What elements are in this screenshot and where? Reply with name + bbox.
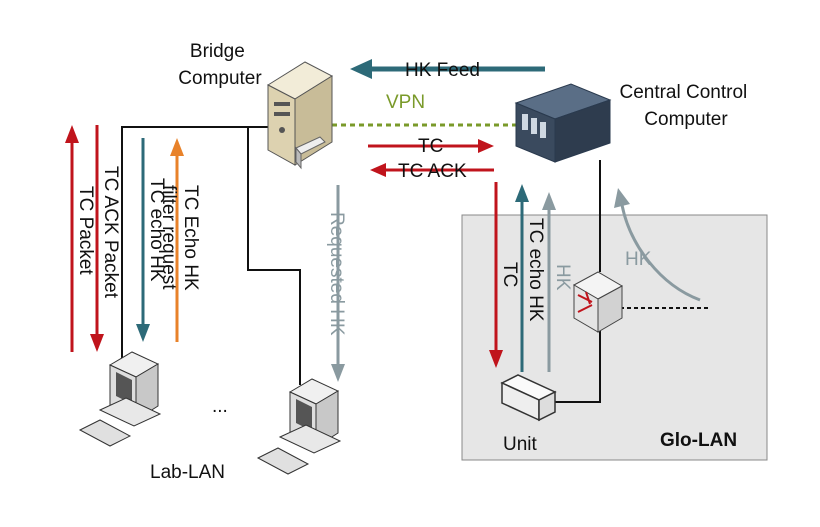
tc-ack-packet-label: TC ACK Packet bbox=[100, 166, 121, 299]
lab-lan-wires bbox=[121, 126, 301, 385]
tc-packet-label: TC Packet bbox=[75, 186, 96, 275]
lab-pc-1-icon bbox=[78, 351, 162, 447]
glo-lan-wires bbox=[555, 160, 601, 403]
requested-hk-arrow bbox=[331, 185, 345, 382]
hk-unit-label: HK bbox=[552, 264, 573, 291]
hk-feed-label: HK Feed bbox=[405, 60, 480, 81]
hk-central-arrow bbox=[614, 188, 701, 302]
tc-label: TC bbox=[418, 136, 443, 157]
tc-packet-arrow bbox=[65, 125, 79, 352]
unit-label: Unit bbox=[503, 434, 538, 455]
lab-pc-2-icon bbox=[256, 378, 342, 475]
lab-pc-ellipsis: ... bbox=[212, 396, 228, 417]
tc-to-unit-label: TC bbox=[499, 262, 520, 287]
tc-echo-hk-unit-label: TC echo HK bbox=[525, 218, 546, 322]
central-label-line1: Central Control bbox=[619, 82, 747, 103]
vpn-label: VPN bbox=[386, 92, 425, 113]
glo-lan-label: Glo-LAN bbox=[660, 430, 737, 451]
bridge-label-line2: Computer bbox=[178, 68, 262, 89]
network-switch-icon bbox=[572, 271, 624, 333]
central-control-computer-label: Central Control Computer bbox=[619, 82, 752, 130]
bridge-computer-label: Bridge Computer bbox=[178, 41, 262, 89]
tc-echo-hk-unit-arrow bbox=[515, 184, 529, 372]
tc-echo-hk-filter-line1: TC Echo HK bbox=[180, 185, 201, 291]
tc-echo-hk-filter-arrow bbox=[170, 138, 184, 342]
hk-unit-arrow bbox=[542, 192, 556, 372]
tc-echo-hk-filter-label: TC Echo HK filter request bbox=[158, 185, 201, 296]
requested-hk-label: Requested HK bbox=[326, 212, 347, 336]
hk-central-label: HK bbox=[625, 249, 652, 270]
tc-echo-hk-lab-arrow bbox=[136, 138, 150, 342]
tc-echo-hk-lab-label: TC echo HK bbox=[146, 178, 167, 282]
unit-icon bbox=[500, 374, 557, 422]
central-label-line2: Computer bbox=[644, 109, 728, 130]
bridge-computer-icon bbox=[266, 61, 334, 170]
hk-feed-arrow bbox=[350, 59, 545, 79]
tc-ack-arrow bbox=[370, 163, 494, 177]
tc-to-unit-arrow bbox=[489, 182, 503, 368]
glo-lan-region bbox=[461, 214, 768, 461]
tc-ack-label: TC ACK bbox=[398, 161, 467, 182]
lab-lan-label: Lab-LAN bbox=[150, 462, 225, 483]
tc-arrow bbox=[368, 139, 494, 153]
tc-echo-hk-filter-line2: filter request bbox=[158, 185, 179, 290]
bridge-label-line1: Bridge bbox=[190, 41, 245, 62]
tc-ack-packet-arrow bbox=[90, 125, 104, 352]
central-control-computer-icon bbox=[514, 83, 612, 163]
